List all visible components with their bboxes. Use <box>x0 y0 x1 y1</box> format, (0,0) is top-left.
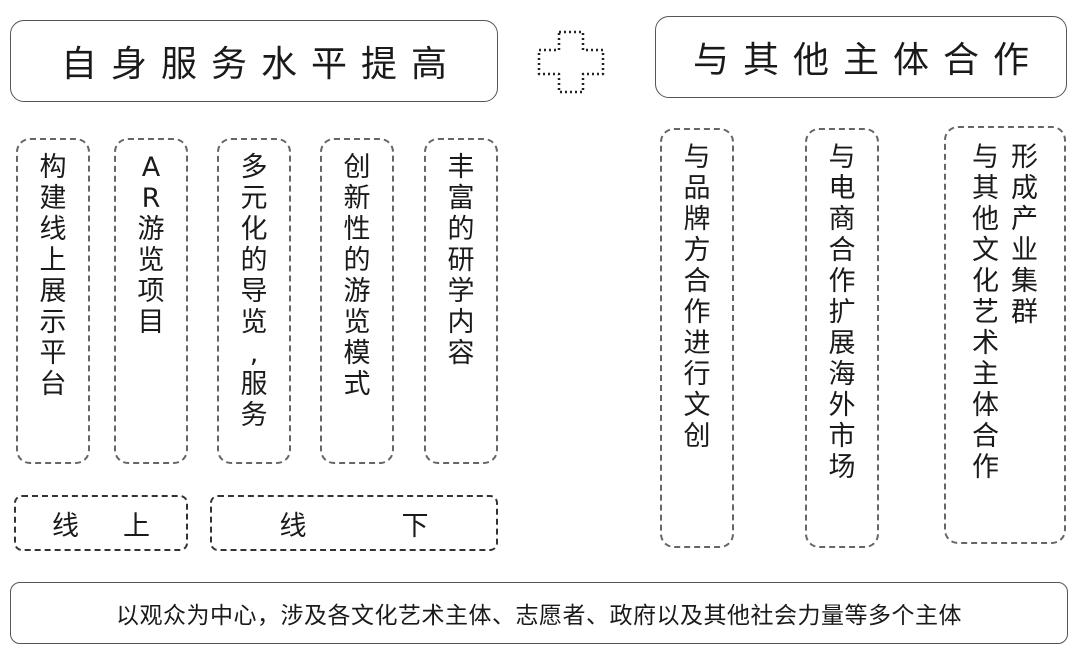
left-column-4-char: 的 <box>343 245 371 276</box>
offline-label-char-2: 下 <box>401 510 429 542</box>
online-label-char-1: 线 <box>52 510 79 542</box>
right-column-2-char: 外 <box>828 390 856 421</box>
right-column-2-char: 展 <box>828 328 856 359</box>
right-column-1-char: 合 <box>683 266 711 297</box>
online-label: 线 上 <box>14 495 188 551</box>
left-column-1-char: 构 <box>39 152 67 183</box>
left-column-1-char: 展 <box>39 276 67 307</box>
right-column-3a-char: 与 <box>972 142 999 173</box>
right-column-3b-char: 形 <box>1011 142 1038 173</box>
column-industry-cluster-text: 形成产业集群 <box>1011 142 1038 542</box>
column-online-platform: 构建线上展示平台 <box>16 138 90 464</box>
right-column-1-char: 进 <box>683 328 711 359</box>
audience-center-box: 以观众为中心，涉及各文化艺术主体、志愿者、政府以及其他社会力量等多个主体 <box>10 582 1068 644</box>
plus-icon <box>537 30 605 94</box>
online-label-char-2: 上 <box>123 510 150 542</box>
right-column-3a-char: 化 <box>972 266 999 297</box>
left-column-3-char: 元 <box>240 183 268 214</box>
right-column-3b-char: 集 <box>1011 266 1038 297</box>
column-diverse-guide: 多元化的导览,服务 <box>217 138 291 464</box>
left-column-4-char: 创 <box>343 152 371 183</box>
right-column-1-char: 行 <box>683 359 711 390</box>
right-column-3a-char: 作 <box>972 452 999 483</box>
left-column-5-char: 容 <box>447 338 475 369</box>
left-column-3-char: 导 <box>240 276 268 307</box>
audience-center-text: 以观众为中心，涉及各文化艺术主体、志愿者、政府以及其他社会力量等多个主体 <box>116 603 962 629</box>
right-column-1-char: 文 <box>683 390 711 421</box>
right-column-3a-char: 艺 <box>972 297 999 328</box>
left-column-3-char: 览 <box>240 307 268 338</box>
left-column-2-char: R <box>141 183 161 214</box>
right-column-1-char: 与 <box>683 142 711 173</box>
left-column-1-char: 线 <box>39 214 67 245</box>
left-column-2-char: A <box>141 152 161 183</box>
right-column-3a-char: 他 <box>972 204 999 235</box>
left-column-5-char: 丰 <box>447 152 475 183</box>
left-column-4-char: 模 <box>343 338 371 369</box>
left-column-5-char: 的 <box>447 214 475 245</box>
left-column-3-char: 多 <box>240 152 268 183</box>
right-column-1-char: 作 <box>683 297 711 328</box>
left-column-1-char: 示 <box>39 307 67 338</box>
left-column-3-char: 务 <box>240 400 268 431</box>
right-column-2-char: 作 <box>828 266 856 297</box>
column-culture-arts-text: 与其他文化艺术主体合作 <box>972 142 999 542</box>
column-culture-arts-cooperation: 与其他文化艺术主体合作 形成产业集群 <box>944 126 1066 544</box>
right-column-2-char: 市 <box>828 421 856 452</box>
right-column-3b-char: 成 <box>1011 173 1038 204</box>
right-column-3a-char: 文 <box>972 235 999 266</box>
right-column-2-char: 合 <box>828 235 856 266</box>
cooperation-header-text: 与其他主体合作 <box>692 40 1043 81</box>
right-column-2-char: 与 <box>828 142 856 173</box>
left-column-4-char: 性 <box>343 214 371 245</box>
right-column-2-char: 商 <box>828 204 856 235</box>
left-column-1-char: 上 <box>39 245 67 276</box>
right-column-3b-char: 业 <box>1011 235 1038 266</box>
left-column-4-char: 新 <box>343 183 371 214</box>
right-column-1-char: 方 <box>683 235 711 266</box>
left-column-2-char: 游 <box>137 214 165 245</box>
right-column-2-char: 海 <box>828 359 856 390</box>
left-column-4-char: 游 <box>343 276 371 307</box>
right-column-3b-char: 群 <box>1011 297 1038 328</box>
left-column-2-char: 项 <box>137 276 165 307</box>
left-column-3-char: , <box>249 338 259 369</box>
column-study-content: 丰富的研学内容 <box>424 138 498 464</box>
left-column-3-char: 服 <box>240 369 268 400</box>
right-column-3a-char: 术 <box>972 328 999 359</box>
right-column-2-char: 电 <box>828 173 856 204</box>
left-column-2-char: 览 <box>137 245 165 276</box>
left-column-1-char: 平 <box>39 338 67 369</box>
right-column-2-char: 场 <box>828 452 856 483</box>
left-column-4-char: 览 <box>343 307 371 338</box>
column-ecommerce-cooperation: 与电商合作扩展海外市场 <box>805 128 879 548</box>
right-column-3a-char: 体 <box>972 390 999 421</box>
column-innovative-mode: 创新性的游览模式 <box>320 138 394 464</box>
right-column-1-char: 牌 <box>683 204 711 235</box>
left-column-3-char: 化 <box>240 214 268 245</box>
left-column-4-char: 式 <box>343 369 371 400</box>
offline-label-char-1: 线 <box>279 510 307 542</box>
right-column-1-char: 品 <box>683 173 711 204</box>
column-brand-cooperation: 与品牌方合作进行文创 <box>660 128 734 548</box>
right-column-3b-char: 产 <box>1011 204 1038 235</box>
left-column-1-char: 台 <box>39 369 67 400</box>
left-column-5-char: 研 <box>447 245 475 276</box>
left-column-5-char: 内 <box>447 307 475 338</box>
right-column-2-char: 扩 <box>828 297 856 328</box>
right-column-3a-char: 其 <box>972 173 999 204</box>
right-column-3a-char: 主 <box>972 359 999 390</box>
left-column-3-char: 的 <box>240 245 268 276</box>
left-column-5-char: 学 <box>447 276 475 307</box>
left-column-2-char: 目 <box>137 307 165 338</box>
right-column-3a-char: 合 <box>972 421 999 452</box>
self-service-header-text: 自身服务水平提高 <box>60 44 461 85</box>
left-column-5-char: 富 <box>447 183 475 214</box>
right-column-1-char: 创 <box>683 421 711 452</box>
cooperation-header: 与其他主体合作 <box>655 16 1067 98</box>
self-service-header: 自身服务水平提高 <box>10 20 498 102</box>
offline-label: 线 下 <box>210 495 498 551</box>
left-column-1-char: 建 <box>39 183 67 214</box>
